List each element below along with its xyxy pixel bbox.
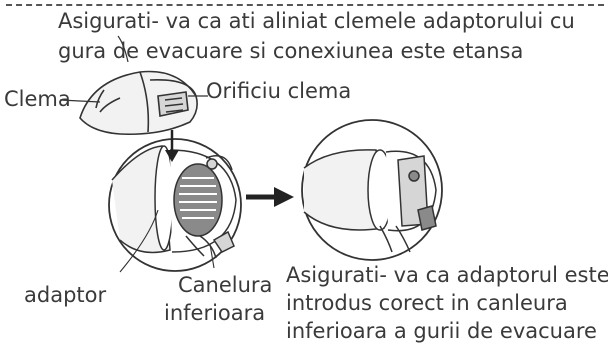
- label-adaptor: adaptor: [24, 283, 107, 307]
- align-instruction-line1: Asigurati- va ca ati aliniat clemele ada…: [58, 9, 575, 33]
- label-canelura-line1: Canelura: [178, 273, 273, 297]
- leader-lines: [119, 209, 215, 273]
- label-orificiu-clema: Orificiu clema: [206, 79, 352, 103]
- insert-instruction-line1: Asigurati- va ca adaptorul este: [286, 263, 608, 287]
- adaptor-after-circle: [301, 119, 443, 261]
- arrow-down-icon: [165, 130, 179, 162]
- clip-detail-illustration: [59, 35, 208, 136]
- adaptor-before-circle: [108, 138, 242, 272]
- align-instruction-line2: gura de evacuare si conexiunea este etan…: [58, 39, 524, 63]
- label-canelura-line2: inferioara: [164, 301, 266, 325]
- label-clema: Clema: [4, 87, 71, 111]
- top-dashed-border: [6, 4, 604, 6]
- arrow-right-icon: [246, 187, 294, 207]
- insert-instruction-line2: introdus corect in canleura: [286, 291, 568, 315]
- insert-instruction-line3: inferioara a gurii de evacuare: [286, 319, 597, 343]
